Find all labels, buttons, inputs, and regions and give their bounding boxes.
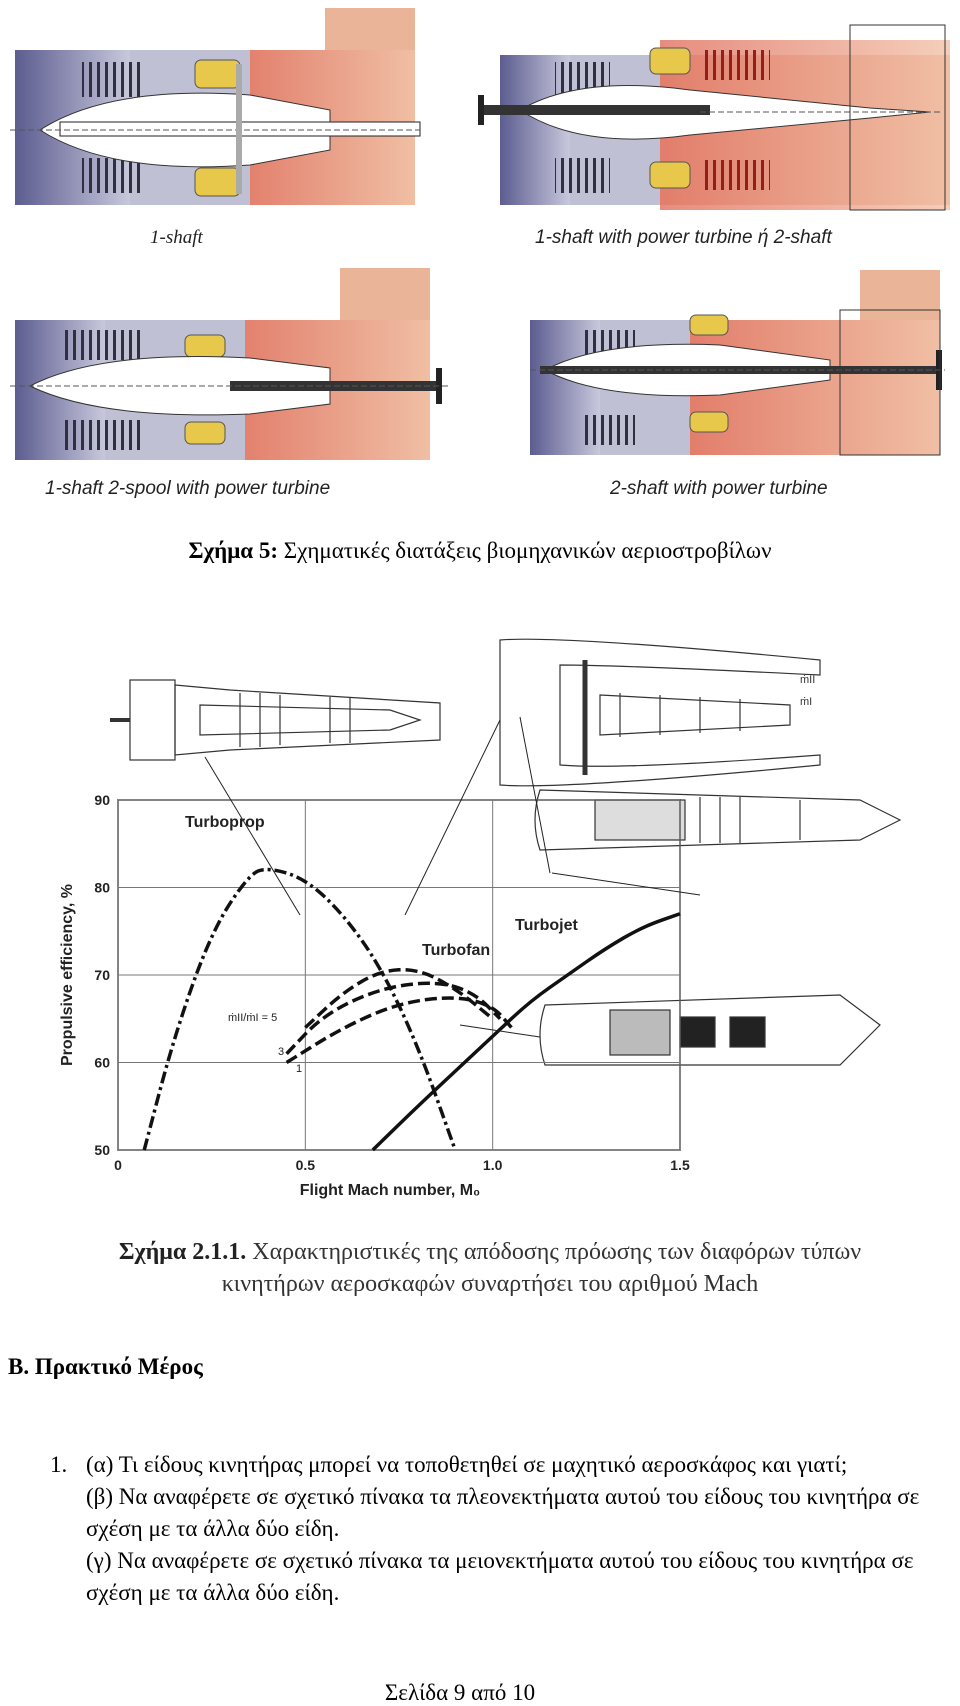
turbojet-sketch-lower (539, 994, 881, 1066)
question-part-a: (α) Τι είδους κινητήρας μπορεί να τοποθε… (86, 1452, 848, 1477)
turboprop-sketch (110, 679, 441, 761)
figure211-chart: ṁII ṁI 50 60 70 80 90 0 0.5 1.0 1.5 Turboprop T… (59, 638, 902, 1199)
figure211-caption-number: Σχήμα 2.1.1. (118, 1239, 247, 1265)
y-tick-label: 80 (94, 880, 110, 896)
turbojet-sketch-upper (534, 789, 902, 851)
question-1: 1. (α) Τι είδους κινητήρας μπορεί να τοπ… (50, 1449, 960, 1609)
svg-text:ṁII: ṁII (800, 674, 815, 686)
engine-one-shaft (10, 8, 421, 205)
leader-lines (204, 716, 701, 1038)
question-part-c: (γ) Να αναφέρετε σε σχετικό πίνακα τα με… (86, 1548, 914, 1605)
engine-one-shaft-two-spool (10, 268, 450, 460)
series-turbofan-3 (285, 996, 513, 1064)
label-one-shaft: 1-shaft (150, 227, 204, 248)
section-heading: Β. Πρακτικό Μέρος (8, 1354, 203, 1379)
svg-text:ṁI: ṁI (800, 696, 812, 708)
question-part-b: (β) Να αναφέρετε σε σχετικό πίνακα τα πλ… (86, 1484, 920, 1541)
x-tick-label: 1.0 (483, 1157, 503, 1173)
figure5-caption-prefix: Σχήμα 5: (188, 538, 279, 563)
series-turbofan-1 (304, 967, 494, 1029)
x-tick-label: 0 (114, 1157, 122, 1173)
annotation-turbojet: Turbojet (515, 917, 578, 934)
series-turbojet-4 (371, 912, 681, 1152)
y-tick-label: 60 (94, 1055, 110, 1071)
series-turboprop-0 (142, 867, 457, 1151)
figure211-caption: Σχήμα 2.1.1. Χαρακτηριστικές της απόδοση… (60, 1236, 920, 1300)
figure5-schematics: 1-shaft 1-shaft with power turbine ή 2-s… (10, 8, 950, 499)
label-one-shaft-two-spool: 1-shaft 2-spool with power turbine (45, 478, 330, 499)
turbofan-sketch: ṁII ṁI (499, 638, 821, 787)
annotation-bypass-3: 3 (278, 1046, 284, 1058)
page-number: Σελίδα 9 από 10 (384, 1680, 536, 1705)
engine-one-shaft-power-turbine (478, 24, 950, 211)
annotation-turbofan: Turbofan (422, 942, 490, 959)
x-tick-label: 0.5 (296, 1157, 316, 1173)
chart-plot-area: 50 60 70 80 90 0 0.5 1.0 1.5 Turboprop Turbofan… (59, 716, 701, 1199)
label-two-shaft-power-turbine: 2-shaft with power turbine (609, 478, 828, 499)
y-tick-label: 50 (94, 1142, 110, 1158)
y-tick-label: 90 (94, 792, 110, 808)
figure211-caption-line2: κινητήρων αεροσκαφών συναρτήσει του αριθ… (221, 1271, 759, 1297)
x-axis-label: Flight Mach number, M₀ (300, 1182, 481, 1199)
series-turbofan-2 (285, 981, 502, 1055)
annotation-turboprop: Turboprop (185, 814, 265, 831)
x-tick-label: 1.5 (670, 1157, 690, 1173)
annotation-bypass-5: ṁII/ṁI = 5 (228, 1012, 277, 1024)
figure5-caption-text: Σχηματικές διατάξεις βιομηχανικών αεριοσ… (278, 538, 772, 563)
engine-two-shaft-power-turbine (530, 270, 945, 456)
label-one-shaft-power-turbine: 1-shaft with power turbine ή 2-shaft (535, 227, 832, 248)
annotation-bypass-1: 1 (296, 1063, 302, 1075)
y-axis-label: Propulsive efficiency, % (59, 884, 76, 1066)
figure5-caption: Σχήμα 5: Σχηματικές διατάξεις βιομηχανικ… (0, 538, 960, 564)
figure211-caption-line1: Χαρακτηριστικές της απόδοσης πρόωσης των… (246, 1239, 862, 1265)
question-body: (α) Τι είδους κινητήρας μπορεί να τοποθε… (86, 1449, 960, 1609)
y-tick-label: 70 (94, 967, 110, 983)
question-number: 1. (50, 1452, 68, 1477)
